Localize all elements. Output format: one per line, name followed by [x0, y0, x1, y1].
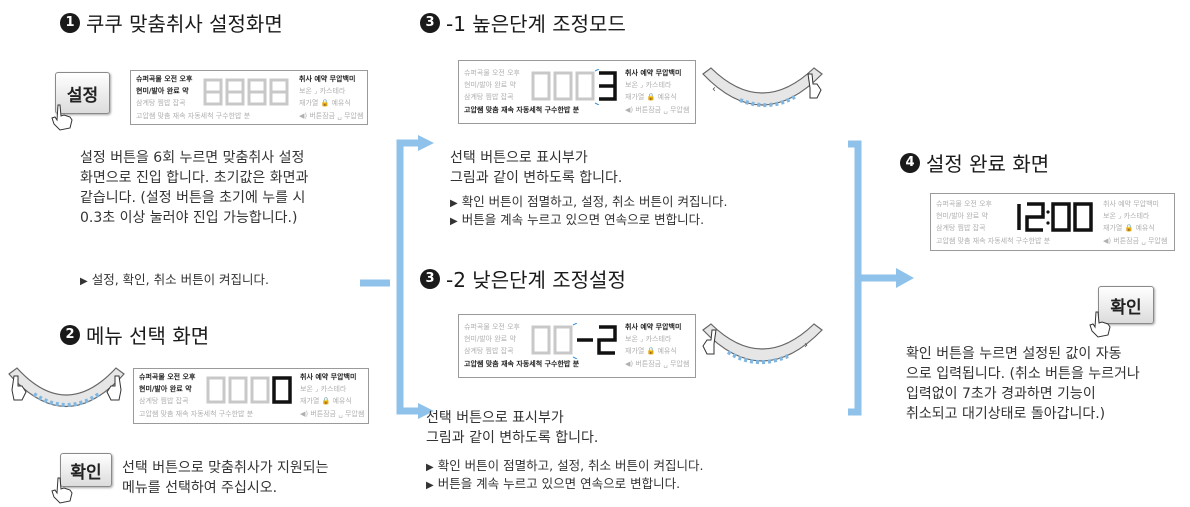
lcd-label: 취사 예약 무압백미 — [300, 373, 357, 381]
section2-description: 선택 버튼으로 맞춤취사가 지원되는 메뉴를 선택하여 주십시오. — [122, 460, 329, 496]
step-number-badge: 1 — [60, 12, 80, 33]
section3-2-description: 선택 버튼으로 표시부가 그림과 같이 변하도록 합니다. — [426, 410, 599, 446]
confirm-button[interactable]: 확인 — [60, 453, 112, 487]
lcd-label: ◀) 버튼잠금 ␣ 무압쌤 — [1103, 237, 1168, 245]
lcd-label: 현미/발아 완료 약 — [464, 81, 516, 89]
lcd-digits — [203, 78, 289, 106]
selector-dial[interactable]: › — [700, 322, 825, 382]
lcd-label: 보온 ⌟ 카스테라 — [300, 385, 347, 393]
lcd-display-complete: 슈퍼곡물 오전 오후 현미/발아 완료 약 삼계탕 찜밥 잡곡 고압쌤 맞춤 재… — [930, 193, 1175, 251]
lcd-label: 삼계탕 찜밥 잡곡 — [139, 397, 189, 405]
confirm-button-label: 확인 — [70, 462, 102, 483]
section1-note: ▶설정, 확인, 취소 버튼이 켜집니다. — [80, 272, 270, 287]
lcd-label: 삼계탕 찜밥 잡곡 — [936, 224, 986, 232]
lcd-label: 삼계탕 찜밥 잡곡 — [464, 93, 514, 101]
section3-1-title: -1 높은단계 조정모드 — [446, 12, 626, 36]
svg-text:›: › — [804, 340, 808, 351]
section1-heading: 1 쿠쿠 맞춤취사 설정화면 — [60, 8, 283, 37]
section4-heading: 4 설정 완료 화면 — [900, 148, 1049, 177]
lcd-label: 재가열 🔒 예유식 — [625, 93, 677, 101]
section1-title: 쿠쿠 맞춤취사 설정화면 — [86, 12, 283, 36]
lcd-label: 취사 예약 무압백미 — [299, 75, 356, 83]
lcd-label: 보온 ⌟ 카스테라 — [1103, 212, 1150, 220]
merge-arrow — [848, 140, 914, 416]
lcd-label: 현미/발아 완료 약 — [136, 87, 189, 95]
section1-description: 설정 버튼을 6회 누르면 맞춤취사 설정 화면으로 진입 합니다. 초기값은 … — [80, 150, 309, 226]
lcd-label: 보온 ⌟ 카스테라 — [625, 335, 672, 343]
lcd-label: 고압쌤 맞춤 재속 자동세척 구수한밥 분 — [464, 106, 580, 114]
lcd-label: 취사 예약 무압백미 — [625, 323, 682, 331]
svg-text:‹: ‹ — [712, 84, 716, 95]
step-number-badge: 3 — [420, 12, 440, 33]
section3-1-description: 선택 버튼으로 표시부가 그림과 같이 변하도록 합니다. — [450, 150, 623, 186]
lcd-label: 고압쌤 맞춤 재속 자동세척 구수한밥 분 — [464, 360, 580, 368]
hand-pointer-icon — [51, 104, 73, 131]
lcd-label: 고압쌤 맞춤 재속 자동세척 구수한밥 분 — [136, 112, 251, 120]
lcd-display-low: 슈퍼곡물 오전 오후 현미/발아 완료 약 삼계탕 찜밥 잡곡 고압쌤 맞춤 재… — [458, 314, 696, 378]
lcd-label: 현미/발아 완료 약 — [139, 385, 192, 393]
set-button-label: 설정 — [66, 85, 99, 106]
lcd-digits — [1017, 202, 1093, 232]
section3-2-title: -2 낮은단계 조정설정 — [446, 268, 626, 292]
triangle-bullet-icon: ▶ — [426, 462, 434, 473]
selector-dial[interactable]: ‹ — [700, 66, 825, 126]
confirm-button[interactable]: 확인 — [1098, 286, 1154, 324]
lcd-display-menu: 슈퍼곡물 오전 오후 현미/발아 완료 약 삼계탕 찜밥 잡곡 고압쌤 맞춤 재… — [133, 368, 369, 424]
lcd-label: 보온 ⌟ 카스테라 — [299, 87, 346, 95]
lcd-label: 슈퍼곡물 오전 오후 — [136, 75, 193, 83]
step-number-badge: 2 — [60, 324, 80, 345]
section4-title: 설정 완료 화면 — [926, 152, 1050, 176]
lcd-digits — [531, 323, 617, 359]
lcd-label: ◀) 버튼잠금 ␣ 무압쌤 — [300, 410, 365, 418]
lcd-display-high: 슈퍼곡물 오전 오후 현미/발아 완료 약 삼계탕 찜밥 잡곡 고압쌤 맞춤 재… — [458, 60, 696, 124]
triangle-bullet-icon: ▶ — [450, 198, 458, 209]
hand-pointer-icon — [51, 477, 73, 504]
section2-title: 메뉴 선택 화면 — [86, 324, 210, 348]
lcd-label: ◀) 버튼잠금 ␣ 무압쌤 — [299, 112, 364, 120]
step-number-badge: 3 — [420, 268, 440, 289]
lcd-label: 슈퍼곡물 오전 오후 — [139, 373, 196, 381]
section3-2-heading: 3 -2 낮은단계 조정설정 — [420, 264, 626, 293]
lcd-label: 현미/발아 완료 약 — [936, 212, 988, 220]
lcd-label: ◀) 버튼잠금 ␣ 무압쌤 — [625, 106, 690, 114]
lcd-label: ◀) 버튼잠금 ␣ 무압쌤 — [625, 360, 690, 368]
lcd-label: 삼계탕 찜밥 잡곡 — [136, 99, 186, 107]
lcd-label: 재가열 🔒 예유식 — [625, 347, 677, 355]
section3-1-bullets: ▶확인 버튼이 점멸하고, 설정, 취소 버튼이 켜집니다. ▶버튼을 계속 누… — [450, 194, 728, 227]
lcd-digits — [531, 69, 617, 105]
lcd-label: 재가열 🔒 예유식 — [299, 99, 351, 107]
section2-heading: 2 메뉴 선택 화면 — [60, 320, 209, 349]
lcd-label: 취사 예약 무압백미 — [625, 69, 682, 77]
lcd-label: 재가열 🔒 예유식 — [300, 397, 352, 405]
lcd-digits — [206, 376, 292, 404]
lcd-display-initial: 슈퍼곡물 오전 오후 현미/발아 완료 약 삼계탕 찜밥 잡곡 고압쌤 맞춤 재… — [130, 70, 368, 125]
hand-pointer-icon — [1089, 311, 1111, 338]
lcd-label: 고압쌤 맞춤 재속 자동세척 구수한밥 분 — [139, 410, 254, 418]
section4-description: 확인 버튼을 누르면 설정된 값이 자동 으로 입력됩니다. (취소 버튼을 누… — [906, 346, 1140, 422]
lcd-label: 슈퍼곡물 오전 오후 — [464, 323, 520, 331]
lcd-label: 보온 ⌟ 카스테라 — [625, 81, 672, 89]
lcd-label: 슈퍼곡물 오전 오후 — [464, 69, 520, 77]
selector-dial[interactable] — [4, 364, 129, 434]
branch-arrow — [360, 135, 434, 419]
lcd-label: 고압쌤 맞춤 재속 자동세척 구수한밥 분 — [936, 237, 1051, 245]
triangle-bullet-icon: ▶ — [426, 480, 434, 491]
lcd-label: 슈퍼곡물 오전 오후 — [936, 200, 992, 208]
triangle-bullet-icon: ▶ — [450, 216, 458, 227]
lcd-label: 재가열 🔒 예유식 — [1103, 224, 1155, 232]
lcd-label: 현미/발아 완료 약 — [464, 335, 516, 343]
confirm-button-label: 확인 — [1110, 297, 1142, 318]
step-number-badge: 4 — [900, 152, 920, 173]
section3-2-bullets: ▶확인 버튼이 점멸하고, 설정, 취소 버튼이 켜집니다. ▶버튼을 계속 누… — [426, 458, 704, 491]
set-button[interactable]: 설정 — [55, 72, 110, 114]
lcd-label: 취사 예약 무압백미 — [1103, 200, 1159, 208]
section3-1-heading: 3 -1 높은단계 조정모드 — [420, 8, 626, 37]
triangle-bullet-icon: ▶ — [80, 276, 88, 287]
lcd-label: 삼계탕 찜밥 잡곡 — [464, 347, 514, 355]
